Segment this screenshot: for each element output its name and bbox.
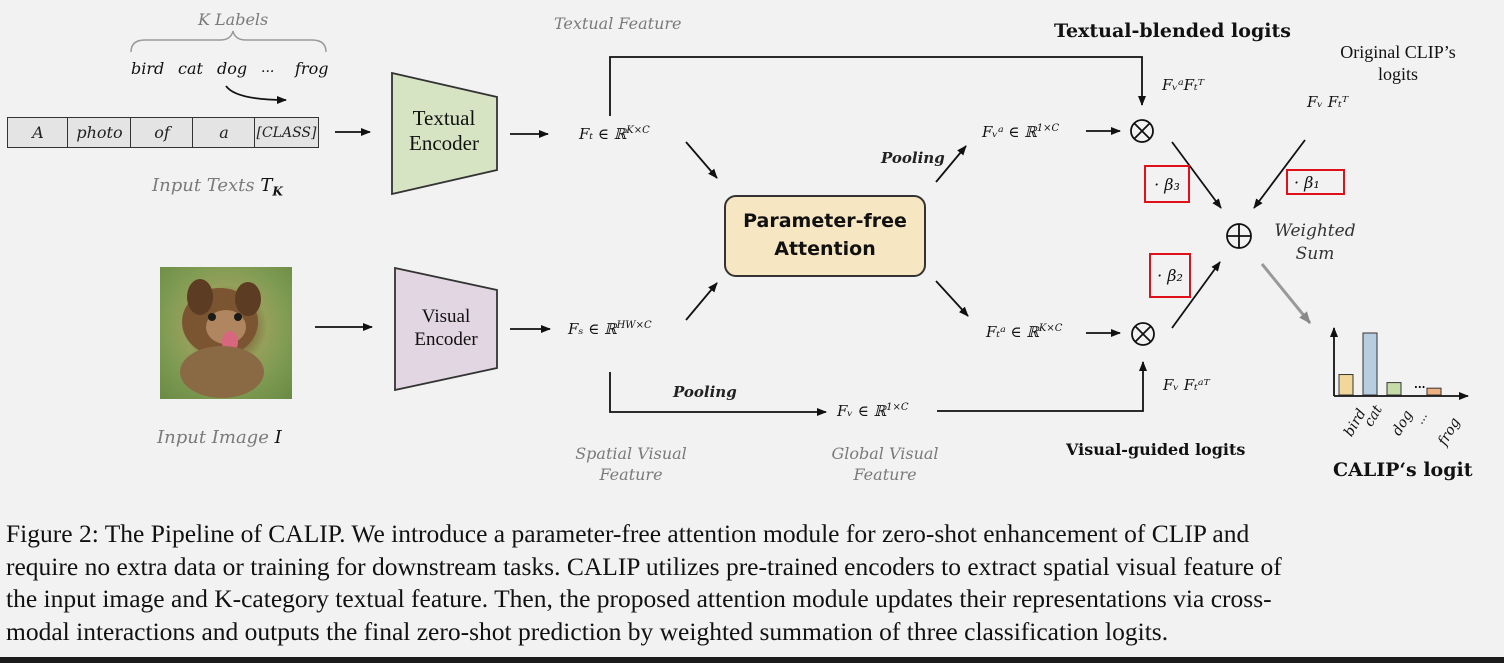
label-word-dog: dog: [217, 59, 248, 78]
calip-logit-title: CALIP‘s logit: [1333, 459, 1473, 481]
bar-bird: [1338, 374, 1354, 396]
otimes-bottom-icon: [1131, 322, 1155, 346]
prompt-token-class: [CLASS]: [254, 117, 319, 148]
prompt-token-a2: a: [192, 117, 256, 148]
pipeline-figure: ... K Labels bird cat dog ... frog A pho…: [7, 10, 1473, 484]
label-word-cat: cat: [178, 59, 203, 78]
visual-guided-logits-label: Visual-guided logits: [1066, 440, 1246, 459]
caption-line: Figure 2: The Pipeline of CALIP. We intr…: [6, 519, 1250, 548]
label-word-ellipsis: ...: [261, 60, 275, 76]
label-word-bird: bird: [131, 59, 165, 78]
beta2-box: · β₂: [1149, 253, 1191, 298]
beta3-box: · β₃: [1144, 165, 1190, 203]
prompt-token-photo: photo: [67, 117, 132, 148]
caption-line: require no extra data or training for do…: [6, 551, 1282, 581]
textual-blended-logits-label: Textual-blended logits: [1054, 20, 1291, 42]
label-word-frog: frog: [295, 59, 329, 78]
input-texts-label: Input Texts TK: [152, 175, 283, 199]
textual-feature-label: Textual Feature: [554, 14, 682, 33]
dog-to-class-arrow: [225, 85, 287, 104]
logit-fv-ft: Fᵥ Fₜᵀ: [1307, 93, 1349, 111]
logit-bar-chart: ...: [1330, 327, 1469, 400]
fva-equation: Fᵥᵃ ∈ ℝ1×C: [982, 123, 1060, 141]
logit-fva-ft: FᵥᵃFₜᵀ: [1162, 76, 1205, 94]
figure-caption: Figure 2: The Pipeline of CALIP. We intr…: [6, 518, 1478, 648]
bar-cat: [1362, 332, 1378, 396]
otimes-top-icon: [1130, 119, 1154, 143]
ft-equation: Fₜ ∈ ℝK×C: [579, 125, 650, 143]
pooling-top-label: Pooling: [881, 149, 945, 167]
figure-connectors: ...: [130, 30, 1469, 416]
bar-frog: [1426, 387, 1442, 396]
k-labels-title: K Labels: [198, 10, 269, 29]
fta-equation: Fₜᵃ ∈ ℝK×C: [986, 323, 1063, 341]
bar-ellipsis: ...: [1414, 378, 1426, 391]
visual-encoder-shape: [394, 266, 498, 392]
fs-equation: Fₛ ∈ ℝHW×C: [568, 320, 652, 338]
fv-equation: Fᵥ ∈ ℝ1×C: [837, 402, 909, 420]
textual-encoder-shape: [391, 71, 498, 196]
caption-line: the input image and K-category textual f…: [6, 584, 1272, 613]
input-image-dog: [160, 267, 292, 399]
logit-fv-fta: Fᵥ Fₜᵃᵀ: [1163, 376, 1210, 394]
prompt-token-a: A: [7, 117, 69, 148]
oplus-icon: [1226, 223, 1252, 249]
prompt-token-of: of: [130, 117, 194, 148]
pooling-bottom-label: Pooling: [673, 383, 737, 401]
bottom-bar: [0, 657, 1504, 663]
caption-line: modal interactions and outputs the final…: [6, 616, 1169, 646]
input-image-label: Input Image I: [157, 427, 282, 448]
k-labels-brace: [130, 30, 327, 53]
beta1-box: · β₁: [1286, 169, 1345, 195]
bar-dog: [1386, 382, 1402, 396]
